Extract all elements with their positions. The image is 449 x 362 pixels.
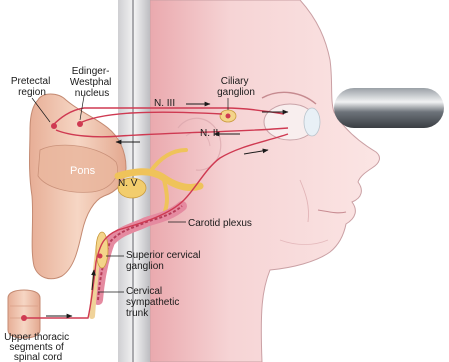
pons-label: Pons <box>70 165 96 177</box>
spinal-cord-dot <box>21 315 27 321</box>
carotid-plexus-label: Carotid plexus <box>188 218 252 229</box>
upper-thoracic-segments-label: Upper thoracic segments of spinal cord <box>4 332 72 362</box>
pretectal-nucleus-dot <box>51 123 57 129</box>
n2-label: N. II <box>200 128 218 139</box>
head-silhouette <box>150 0 379 362</box>
superior-cervical-dot <box>98 254 103 259</box>
edinger-westphal-label: Edinger- Westphal nucleus <box>70 66 114 99</box>
n5-label: N. V <box>118 178 138 189</box>
light-source-bar <box>334 88 444 128</box>
spinal-cord-segment <box>8 290 40 338</box>
n3-label: N. III <box>154 98 175 109</box>
ciliary-ganglion-label: Ciliary ganglion <box>217 76 255 98</box>
edinger-westphal-dot <box>77 121 83 127</box>
ciliary-ganglion-dot <box>226 114 231 119</box>
cornea <box>304 108 320 136</box>
